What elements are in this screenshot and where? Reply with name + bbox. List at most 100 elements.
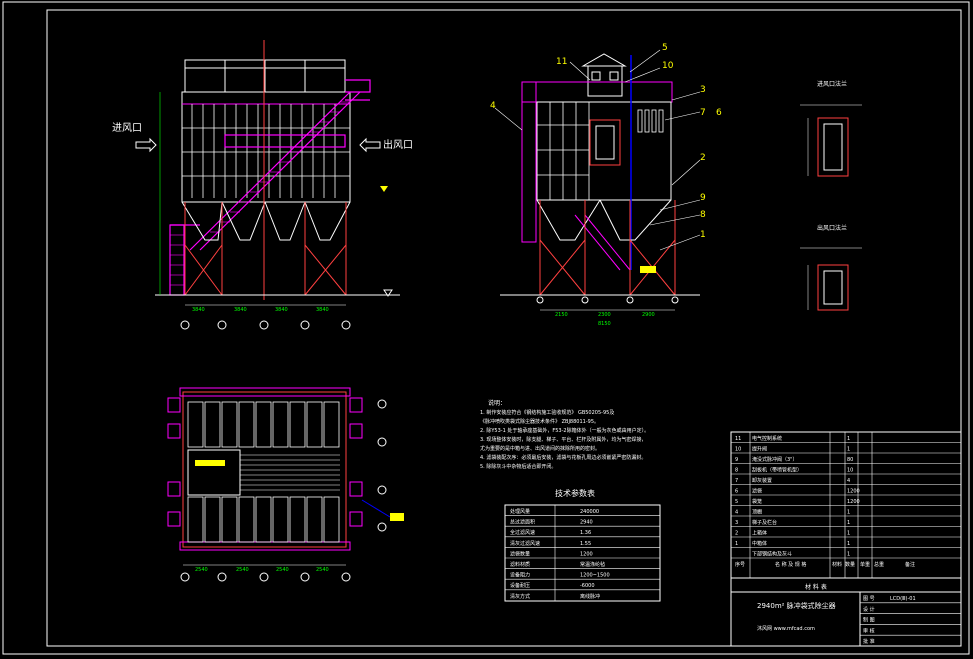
note-1: 1. 制作安装应符合《钢结构施工验收规范》 GB50205-95及 [480, 409, 614, 416]
note-5: 5. 除除灰斗中杂物后适合即开闭。 [480, 463, 556, 470]
title-block-label: 制 图 [863, 617, 875, 624]
part-no: 5 [735, 499, 738, 505]
part-name: 卸灰装置 [752, 477, 772, 484]
part-name: 滤袋 [752, 488, 762, 495]
part-name: 提升阀 [752, 446, 767, 453]
callout-4: 4 [490, 101, 496, 111]
plan-dim-1: 2540 [195, 567, 208, 573]
part-name: 上箱体 [752, 530, 767, 537]
inlet-detail-title: 进风口法兰 [817, 80, 847, 88]
part-name: 下部钢结构及灰斗 [752, 551, 792, 558]
note-2: 2. 除Y53-1 处于轴承座基础外，F53-2除箱体外（一般为灰色或由用户定）… [480, 427, 649, 434]
side-elevation: 2150 2300 2900 8150 4 11 5 10 3 7 6 2 9 … [490, 43, 722, 327]
part-qty: 1200 [847, 489, 860, 495]
part-qty: 1 [847, 531, 850, 537]
part-name: 电气控制系统 [752, 435, 782, 442]
tech-params-table: 技术参数表 处理风量 240000 总过滤面积 2940 全过滤风速 1.36 清灰过滤风速… [504, 488, 661, 602]
part-no: 2 [735, 531, 738, 537]
notes-block: 说明： 1. 制作安装应符合《钢结构施工验收规范》 GB50205-95及 《脉… [480, 399, 649, 470]
part-qty: 1 [847, 510, 850, 516]
note-1b: 《脉冲喷吹类袋式除尘器技术条件》 ZBJ88011-95。 [480, 418, 599, 425]
note-4: 4. 滤袋装配次序：必须最后安装，滤袋与花板孔周边必须嵌紧严密防漏封。 [480, 454, 646, 461]
callout-9: 9 [700, 193, 706, 203]
part-no: 4 [735, 510, 738, 516]
outlet-label: 出风口 [383, 138, 413, 151]
parts-header-cell: 材料 [832, 561, 842, 568]
part-no: 10 [735, 447, 741, 453]
part-qty: 1 [847, 552, 850, 558]
tech-params-title: 技术参数表 [555, 488, 595, 498]
tech-param-name: 设备耐压 [510, 582, 530, 589]
front-dim-4: 3840 [316, 307, 329, 313]
title-block-label: 设 计 [863, 606, 875, 613]
front-dim-2: 3840 [234, 307, 247, 313]
side-dim-total: 8150 [598, 321, 611, 327]
part-qty: 80 [847, 457, 853, 463]
parts-footer: 材 料 表 [805, 583, 827, 591]
drawing-number: LCD(Ⅲ)-01 [890, 596, 916, 602]
tech-param-name: 全过滤风速 [510, 529, 535, 536]
title-block-label: 图 号 [863, 596, 875, 602]
callout-11: 11 [556, 57, 567, 67]
plan-dim-3: 2540 [276, 567, 289, 573]
side-dim-3: 2900 [642, 312, 655, 318]
callout-6: 6 [716, 108, 722, 118]
tech-param-value: -6000 [580, 583, 595, 589]
title-block-label: 审 核 [863, 627, 875, 634]
callout-1: 1 [700, 230, 706, 240]
tech-param-name: 处理风量 [510, 508, 530, 515]
site-credit: 沐风网 www.mfcad.com [757, 625, 815, 632]
part-name: 淹没式脉冲阀（3"） [752, 456, 797, 463]
outlet-detail-title: 出风口法兰 [817, 224, 847, 232]
callout-2: 2 [700, 153, 706, 163]
plan-view: 2540 2540 2540 2540 [167, 387, 404, 582]
flange-details: 进风口法兰 出风口法兰 [800, 80, 862, 311]
front-dim-3: 3840 [275, 307, 288, 313]
note-3b: 尤为重要的是中箱与进、出风道间的抹除所用的密封。 [480, 445, 600, 452]
tech-param-name: 滤料材质 [510, 561, 530, 568]
tech-param-value: 1200~1500 [580, 573, 610, 579]
front-dim-1: 3840 [192, 307, 205, 313]
part-no: 3 [735, 520, 738, 526]
tech-param-name: 总过滤面积 [510, 519, 535, 526]
front-elevation: 3840 3840 3840 3840 进风口 出风口 [112, 40, 413, 330]
part-no: 6 [735, 489, 738, 495]
part-name: 刮板机（带喷管机型） [752, 467, 802, 474]
part-qty: 1200 [847, 499, 860, 505]
tech-param-value: 常温涤纶毡 [580, 561, 605, 568]
inner-border [46, 9, 962, 647]
tech-param-value: 1200 [580, 551, 593, 557]
callout-10: 10 [662, 61, 674, 71]
part-qty: 1 [847, 541, 850, 547]
parts-header-cell: 数量 [845, 561, 855, 568]
parts-header-cell: 备注 [905, 561, 915, 568]
part-name: 顶棚 [752, 509, 762, 516]
part-name: 袋笼 [752, 498, 762, 505]
tech-param-name: 清灰过滤风速 [510, 540, 540, 547]
parts-header-cell: 总重 [874, 561, 884, 568]
part-qty: 10 [847, 468, 853, 474]
notes-title: 说明： [488, 399, 506, 407]
tech-param-name: 清灰方式 [510, 593, 530, 600]
side-dim-1: 2150 [555, 312, 568, 318]
part-no: 1 [735, 541, 738, 547]
callout-5: 5 [662, 43, 668, 53]
callout-8: 8 [700, 210, 706, 220]
part-name: 中箱体 [752, 540, 767, 547]
parts-header-cell: 名 称 及 规 格 [775, 561, 806, 568]
drawing-title: 2940m² 脉冲袋式除尘器 [757, 601, 836, 610]
part-no: 11 [735, 436, 741, 442]
part-qty: 1 [847, 436, 850, 442]
callout-7: 7 [700, 108, 706, 118]
tech-param-value: 1.36 [580, 530, 591, 536]
inlet-label: 进风口 [112, 122, 142, 134]
note-3: 3. 现场整体安装时，除支腿、梯子、平台、栏杆及附属外，均为气密焊接， [480, 436, 646, 443]
tech-param-value: 240000 [580, 509, 599, 515]
plan-dim-4: 2540 [316, 567, 329, 573]
tech-param-value: 2940 [580, 520, 593, 526]
tech-param-name: 滤袋数量 [510, 550, 530, 557]
part-qty: 1 [847, 447, 850, 453]
